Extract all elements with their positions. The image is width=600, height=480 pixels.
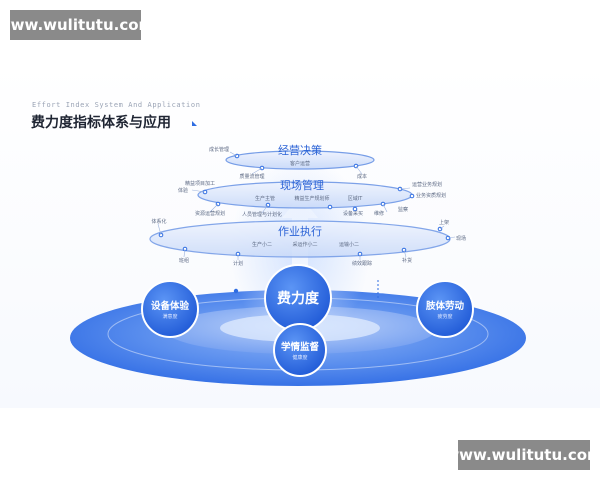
title-corner-mark <box>192 121 197 126</box>
circle-right <box>416 280 474 338</box>
tag-middle-left-2: 精益项目加工 <box>185 180 215 187</box>
level-bottom-label: 作业执行 <box>278 224 322 238</box>
circle-left-label: 设备体验 <box>151 300 190 312</box>
tag-middle-left-1: 体验 <box>178 187 188 194</box>
circle-center-label: 费力度 <box>277 290 320 307</box>
tag-top-left-upper: 成长管理 <box>209 146 229 153</box>
diagram-title: 费力度指标体系与应用 <box>31 115 171 131</box>
level-middle-sub-3: 区域IT <box>348 195 363 202</box>
tag-middle-right-5: 维修 <box>374 210 384 217</box>
tag-middle-right-2: 业务资质规划 <box>416 192 446 199</box>
level-middle-sub-2: 精益生产规划师 <box>294 195 329 202</box>
circle-bottom-label: 学情监督 <box>281 341 320 353</box>
level-top-sub: 客户运营 <box>290 160 310 167</box>
level-bottom-sub-3: 运输小二 <box>339 241 359 248</box>
level-bottom-sub-1: 生产小二 <box>252 241 272 248</box>
connector-dots <box>158 153 451 257</box>
circle-bottom <box>273 323 327 377</box>
accent-dot <box>233 288 239 294</box>
circle-left-sub: 满意度 <box>162 313 177 320</box>
tag-middle-right-3: 监察 <box>398 206 408 213</box>
diagram-subtitle: Effort Index System And Application <box>32 101 201 109</box>
leader-lines <box>157 151 456 260</box>
level-middle-label: 现场管理 <box>280 178 324 192</box>
tag-bottom-right-1: 补货 <box>402 257 412 264</box>
tag-bottom-right-2: 上架 <box>439 219 449 226</box>
circle-right-label: 肢体劳动 <box>425 300 465 312</box>
tag-bottom-right-3: 现场 <box>456 235 466 242</box>
level-top-label: 经营决策 <box>278 143 322 157</box>
circle-left <box>141 280 199 338</box>
tag-bottom-center-1: 计划 <box>233 260 243 267</box>
tag-middle-left-3: 资源运营规划 <box>195 210 225 217</box>
tag-top-right-upper: 成本 <box>357 173 367 180</box>
circle-right-sub: 疲劳度 <box>437 313 452 320</box>
tag-top-left-lower: 质量流管理 <box>239 173 264 180</box>
tag-bottom-left-1: 体系化 <box>151 218 166 225</box>
tag-bottom-left-2: 班组 <box>179 257 189 264</box>
circle-bottom-sub: 健康度 <box>292 354 307 361</box>
level-middle-sub-1: 生产主管 <box>255 195 275 202</box>
ring-level-top <box>225 150 375 170</box>
upward-arrow <box>282 196 318 320</box>
tag-middle-right-4: 设备采买 <box>343 210 363 217</box>
watermark-top-left: www.wulitutu.com <box>0 10 154 40</box>
tag-bottom-center-2: 绩效跟踪 <box>352 260 372 267</box>
tag-middle-right-1: 运营业务规划 <box>412 181 442 188</box>
tag-middle-center: 人员管理与计划化 <box>242 211 282 218</box>
level-bottom-sub-2: 采运作小二 <box>292 241 317 248</box>
watermark-bottom-right: www.wulitutu.com <box>445 440 600 470</box>
